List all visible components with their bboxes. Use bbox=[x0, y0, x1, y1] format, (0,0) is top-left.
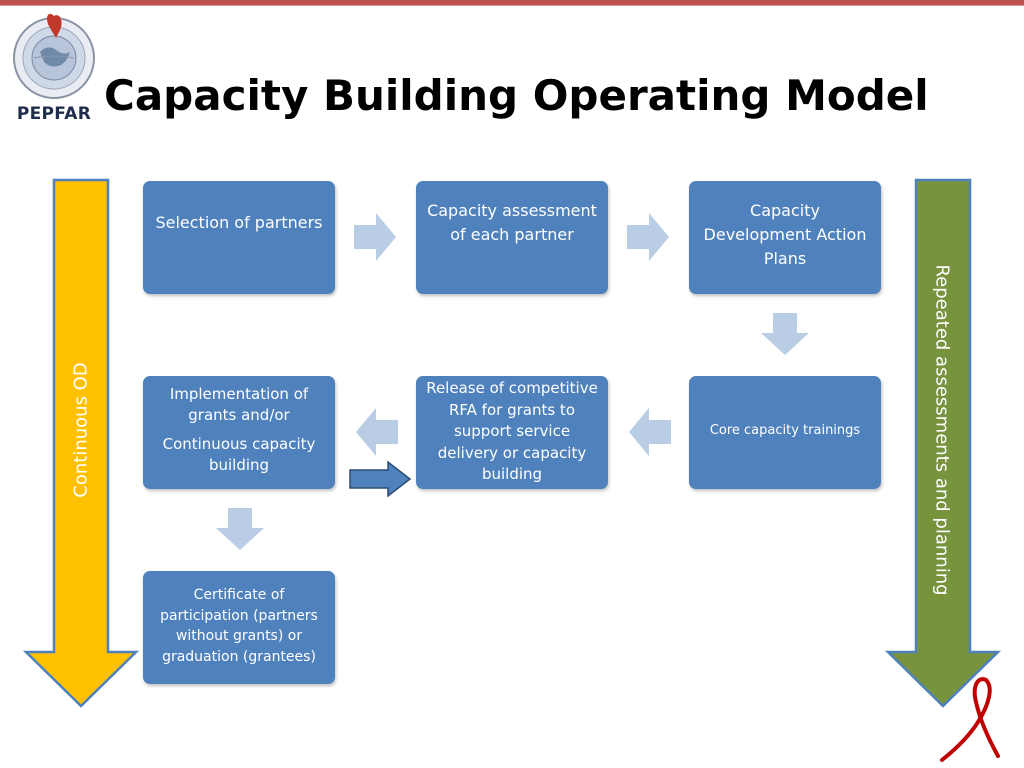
pepfar-seal-icon bbox=[13, 13, 95, 99]
step-label: Core capacity trainings bbox=[709, 423, 861, 438]
step-capacity-assessment: Capacity assessment of each partner bbox=[416, 181, 608, 294]
step-label: Continuous capacity building bbox=[162, 435, 316, 474]
arrow-right-1-icon bbox=[354, 213, 396, 261]
pepfar-logo: PEPFAR bbox=[4, 8, 104, 124]
repeated-assessments-arrow bbox=[884, 178, 1002, 708]
step-core-capacity-trainings: Core capacity trainings bbox=[689, 376, 881, 489]
arrow-right-2-icon bbox=[627, 213, 669, 261]
step-capacity-development-action-plans: Capacity Development Action Plans bbox=[689, 181, 881, 294]
repeated-assessments-label: Repeated assessments and planning bbox=[931, 264, 953, 596]
step-release-of-competitive-rfa: Release of competitive RFA for grants to… bbox=[416, 376, 608, 489]
arrow-down-1-icon bbox=[761, 313, 809, 355]
pepfar-wordmark: PEPFAR bbox=[16, 104, 92, 124]
continuous-od-label: Continuous OD bbox=[70, 362, 92, 498]
step-label: Implementation of grants and/or bbox=[169, 385, 309, 424]
step-label: Capacity Development Action Plans bbox=[703, 201, 867, 268]
step-selection-of-partners: Selection of partners bbox=[143, 181, 335, 294]
step-label: Certificate of participation (partners w… bbox=[160, 587, 318, 665]
arrow-left-1-icon bbox=[629, 408, 671, 456]
arrow-left-2-icon bbox=[356, 408, 398, 456]
top-accent-line bbox=[0, 5, 1024, 6]
top-accent-bar bbox=[0, 0, 1024, 5]
step-label: Selection of partners bbox=[155, 213, 323, 232]
step-certificate-of-participation: Certificate of participation (partners w… bbox=[143, 571, 335, 684]
red-ribbon-icon bbox=[940, 677, 1000, 762]
step-label: Release of competitive RFA for grants to… bbox=[426, 379, 598, 483]
step-label: Capacity assessment of each partner bbox=[427, 201, 597, 244]
continuous-od-arrow bbox=[22, 178, 140, 708]
arrow-right-accent-icon bbox=[349, 460, 412, 498]
step-implementation-of-grants: Implementation of grants and/or Continuo… bbox=[143, 376, 335, 489]
page-title: Capacity Building Operating Model bbox=[104, 71, 929, 120]
arrow-down-2-icon bbox=[216, 508, 264, 550]
